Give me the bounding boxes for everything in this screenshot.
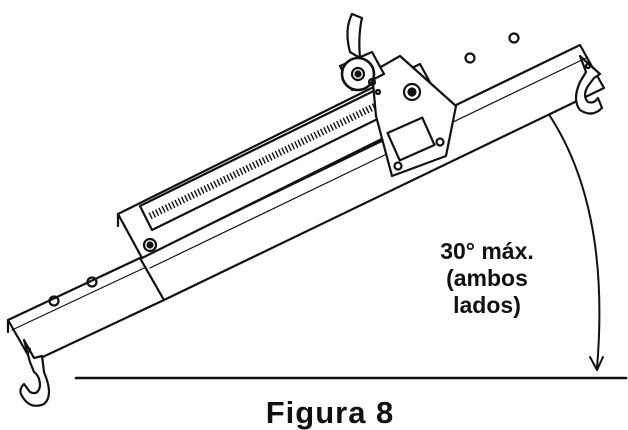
hook-icon-right bbox=[576, 56, 602, 114]
angle-label: 30° máx. (ambos lados) bbox=[428, 238, 546, 319]
angle-label-line-1: 30° máx. bbox=[440, 238, 534, 264]
angle-label-line-3: lados) bbox=[453, 292, 521, 318]
outer-beam-left bbox=[8, 258, 164, 362]
angle-label-line-2: (ambos bbox=[446, 265, 528, 291]
hook-icon-left bbox=[20, 340, 49, 406]
track-assembly bbox=[118, 64, 444, 258]
angle-arc bbox=[534, 94, 599, 368]
figure-caption: Figura 8 bbox=[265, 395, 395, 430]
trolley-bracket bbox=[372, 56, 456, 176]
adjustment-knob-icon bbox=[342, 58, 380, 94]
angle-arrow-bottom bbox=[590, 357, 603, 370]
